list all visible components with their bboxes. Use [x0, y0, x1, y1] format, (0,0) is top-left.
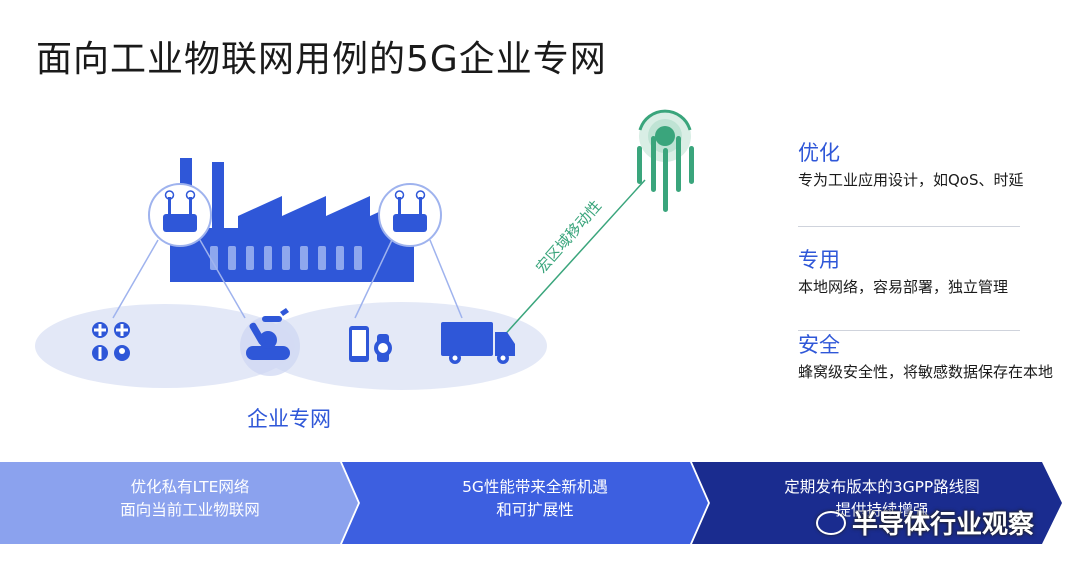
page-title: 面向工业物联网用例的5G企业专网: [36, 39, 607, 80]
benefit-text: 蜂窝级安全性，将敏感数据保存在本地: [798, 363, 1054, 381]
benefit-dedicated: 专用 本地网络，容易部署，独立管理: [798, 247, 1058, 298]
roadmap-ribbon: [0, 462, 1080, 544]
router-icon-left: [148, 183, 212, 247]
benefit-secure: 安全 蜂窝级安全性，将敏感数据保存在本地: [798, 332, 1058, 383]
cell-tower-icon: [637, 109, 694, 212]
factory-icon: [170, 158, 414, 282]
truck-icon: [441, 322, 515, 364]
router-icon-right: [378, 183, 442, 247]
mobility-link: [499, 179, 646, 341]
phone-icon: [349, 326, 369, 362]
benefit-text: 专为工业应用设计，如QoS、时延: [798, 171, 1024, 189]
watch-icon: [374, 334, 392, 362]
ribbon-segment-3: [692, 462, 1062, 544]
robot-arm-icon: [246, 308, 290, 360]
ribbon-segment-2: [342, 462, 708, 544]
ribbon-segment-1: [0, 462, 358, 544]
divider: [798, 226, 1020, 227]
benefit-text: 本地网络，容易部署，独立管理: [798, 278, 1009, 296]
ribbon-text-1: 优化私有LTE网络 面向当前工业物联网: [120, 478, 260, 519]
network-label: 企业专网: [247, 407, 331, 431]
wechat-icon: [816, 510, 846, 535]
network-illustration: 企业专网 宏区域移动性: [35, 109, 694, 431]
watermark: 半导体行业观察: [816, 504, 1034, 541]
benefit-heading: 优化: [798, 141, 840, 165]
sensor-icons: [92, 322, 130, 361]
ribbon-text-2: 5G性能带来全新机遇 和可扩展性: [462, 478, 608, 519]
benefit-optimized: 优化 专为工业应用设计，如QoS、时延: [798, 140, 1058, 191]
ribbon-text-3: 定期发布版本的3GPP路线图 提供持续增强: [784, 478, 980, 519]
benefit-heading: 安全: [798, 333, 840, 357]
benefit-heading: 专用: [798, 248, 840, 272]
divider: [798, 330, 1020, 331]
